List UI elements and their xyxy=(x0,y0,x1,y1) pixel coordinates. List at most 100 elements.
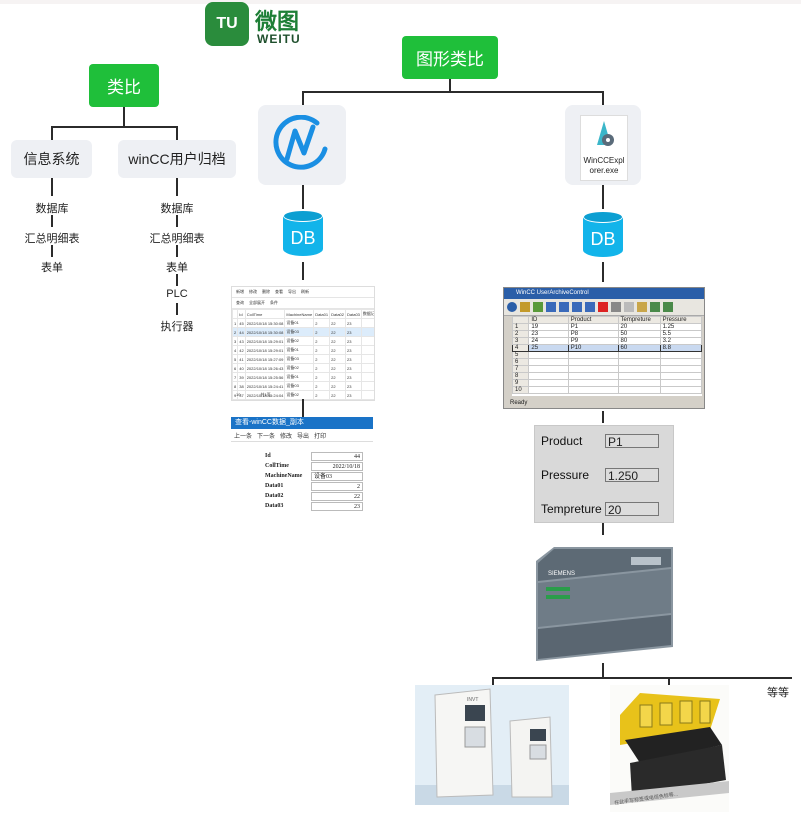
grid-cell: 1 xyxy=(511,323,530,331)
grid-cell: 9 xyxy=(511,379,530,387)
table-row[interactable]: 7 xyxy=(511,365,703,373)
relay-icon xyxy=(610,693,729,805)
connector xyxy=(302,399,304,417)
sheet-cell xyxy=(360,318,374,328)
table-row[interactable]: 6 xyxy=(511,358,703,366)
sheet-cell xyxy=(360,390,374,400)
sheet-tool: 查看 xyxy=(275,289,283,294)
branch-label: 信息系统 xyxy=(23,151,80,167)
sheet-cell: 44 xyxy=(237,327,246,337)
paste-icon xyxy=(637,302,647,312)
sheet-cell: 22 xyxy=(329,372,346,382)
sheet-cell: 37 xyxy=(237,390,246,400)
grid-cell: P1 xyxy=(567,323,619,331)
sheet-cell: 38 xyxy=(237,381,246,391)
connector xyxy=(492,677,792,679)
logo-mark-text: TU xyxy=(216,15,238,32)
inverter-icon: INVT xyxy=(415,688,569,805)
sheet-cell: 设备03 xyxy=(284,354,315,364)
sheet-cell: 2 xyxy=(313,381,331,391)
export-icon xyxy=(663,302,673,312)
table-row[interactable]: 5 xyxy=(511,351,703,359)
sheet-cell: 23 xyxy=(345,381,362,391)
connector xyxy=(176,274,178,286)
connector xyxy=(51,178,53,196)
sheet-cell xyxy=(360,363,374,373)
grid-cell: 5 xyxy=(511,351,530,359)
grid-cell: 3 xyxy=(511,337,530,345)
connector xyxy=(176,245,178,257)
copy-icon xyxy=(624,302,634,312)
import-icon xyxy=(650,302,660,312)
logo-cn: 微图 xyxy=(255,9,300,34)
nav-prev: 上一条 xyxy=(234,433,253,440)
grid-cell: 3.2 xyxy=(659,337,703,345)
grid-cell xyxy=(528,386,569,394)
grid-cell: 4 xyxy=(511,344,530,352)
connector xyxy=(176,126,178,140)
nav-next: 下一条 xyxy=(257,433,276,440)
logo-en: WEITU xyxy=(257,32,301,46)
table-row[interactable]: 9 xyxy=(511,379,703,387)
sheet-cell xyxy=(360,327,374,337)
grid-cell xyxy=(567,372,619,380)
grid-header-cell: Product xyxy=(567,316,619,324)
grid-cell xyxy=(659,372,703,380)
chain-item: 汇总明细表 xyxy=(149,233,205,245)
field-name: Data02 xyxy=(265,493,284,499)
sheet-cell: 设备02 xyxy=(284,390,315,400)
field-value: 2 xyxy=(311,482,363,491)
sheet-tool: 导出 xyxy=(288,289,296,294)
sheet-cell: 设备02 xyxy=(284,363,315,373)
table-row[interactable]: 10 xyxy=(511,386,703,394)
relay-image: 在此手写标签或电缆色标等... xyxy=(610,685,729,812)
connector xyxy=(51,215,53,227)
left-root-node: 类比 xyxy=(89,64,159,107)
field-value: 23 xyxy=(311,502,363,511)
etc-label: 等等 xyxy=(767,687,789,699)
grid-cell xyxy=(617,358,661,366)
connector xyxy=(302,91,604,93)
grid-cell: 19 xyxy=(528,323,569,331)
wincc-icon-box: WinCCExpl orer.exe xyxy=(565,105,641,185)
connector xyxy=(176,215,178,227)
sheet-header-cell: MachineName xyxy=(284,309,315,319)
database-icon-left: DB xyxy=(283,210,323,260)
grid-cell: 6 xyxy=(511,358,530,366)
table-row[interactable]: 8 xyxy=(511,372,703,380)
sheet-cell: 45 xyxy=(237,318,246,328)
help-icon xyxy=(507,302,517,312)
grid-cell xyxy=(567,386,619,394)
plc-icon: SIEMENS xyxy=(536,547,673,661)
sheet-cell: 40 xyxy=(237,363,246,373)
sheet-cell: 23 xyxy=(345,318,362,328)
grid-cell xyxy=(528,351,569,359)
right-root-node: 图形类比 xyxy=(402,36,498,79)
grid-cell: 2 xyxy=(511,330,530,338)
sheet-filter: 查询 xyxy=(236,300,244,305)
connector xyxy=(176,303,178,315)
sheet-header-cell: Data03 xyxy=(345,309,362,319)
database-icon-right: DB xyxy=(583,211,623,261)
connector xyxy=(51,126,178,128)
record-form-nav: 上一条 下一条 修改 导出 打印 xyxy=(231,429,373,442)
prev-icon xyxy=(559,302,569,312)
field-name: Id xyxy=(265,453,271,459)
grid-cell xyxy=(617,365,661,373)
sheet-cell: 2 xyxy=(313,318,331,328)
connector xyxy=(602,663,604,678)
